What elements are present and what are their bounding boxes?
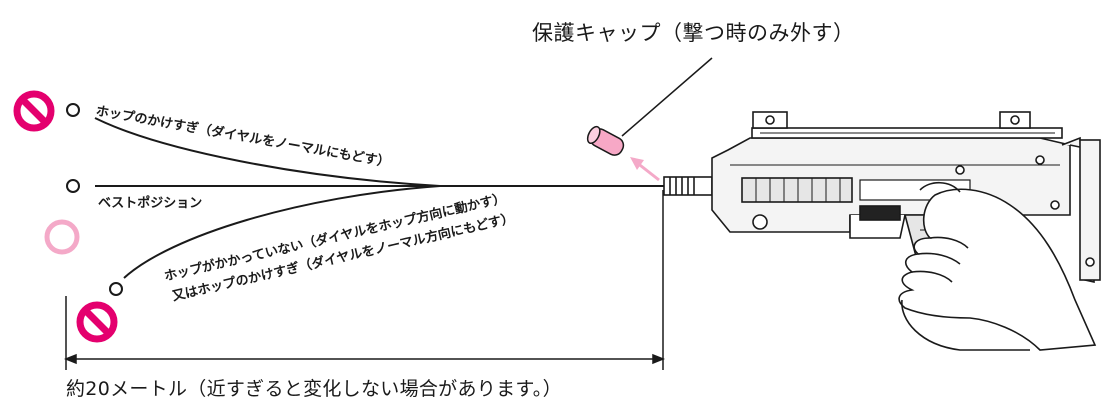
distance-dimension [63,190,666,370]
target-circle-icon [66,103,80,117]
arrow-icon [630,157,660,182]
ok-circle-icon [44,219,80,255]
under-hop-trajectory-line [123,185,441,279]
best-position-label: ベストポジション [98,196,203,211]
protective-cap-label: 保護キャップ（撃つ時のみ外す） [532,21,855,45]
over-hop-trajectory-line [94,117,441,187]
trajectory-lines [94,117,664,279]
prohibited-icon [76,301,118,343]
target-circle-icon [66,179,80,193]
protective-cap-icon [586,57,713,156]
hand-icon [898,181,1097,351]
prohibited-icon [13,90,55,132]
target-circle-icon [109,282,123,296]
target-circles [66,103,123,296]
distance-label: 約20メートル（近すぎると変化しない場合があります。） [66,378,562,400]
